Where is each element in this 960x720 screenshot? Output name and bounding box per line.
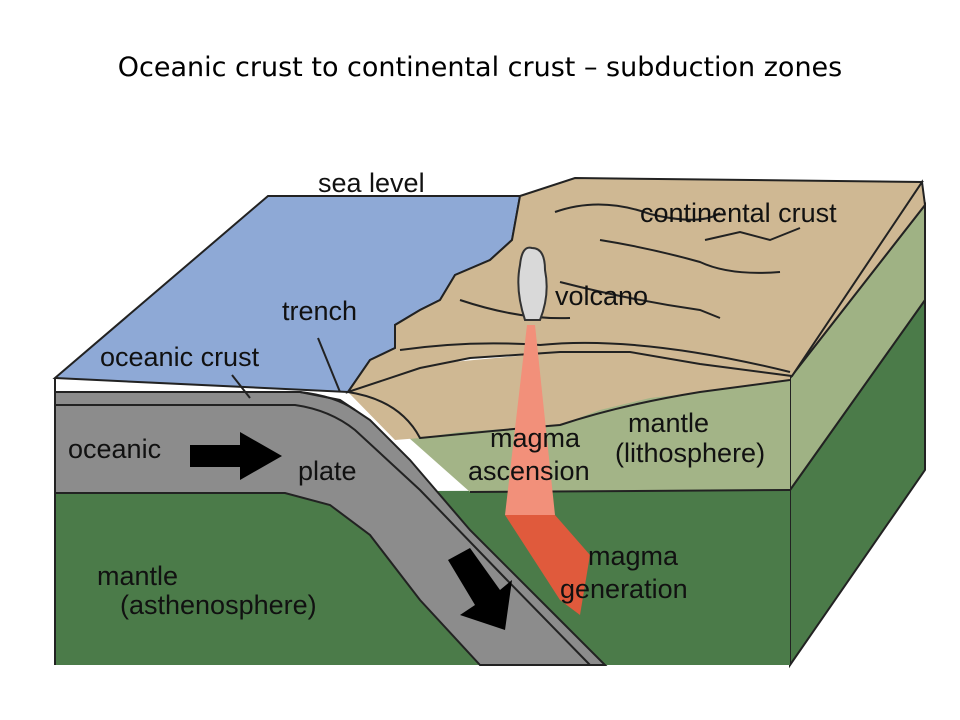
label-magma-ascension-2: ascension [468,456,590,486]
front-continental-crust [348,350,790,440]
oceanic-crust-pointer [231,374,251,399]
label-sea-level: sea level [318,168,425,198]
label-volcano: volcano [555,281,648,311]
label-magma-generation-2: generation [560,574,688,604]
relief-line-2 [704,227,801,242]
volcano-plume [517,246,548,321]
relief-line-5 [399,341,791,373]
trench-pointer [317,337,341,393]
label-plate: plate [298,456,357,486]
label-oceanic: oceanic [68,434,161,464]
relief-line-1 [554,203,721,221]
label-mantle-asthenosphere-1: mantle [97,561,178,591]
label-oceanic-crust: oceanic crust [100,342,260,372]
label-trench: trench [282,296,357,326]
magma-ascension [505,325,555,515]
relief-line-3 [599,239,781,274]
relief-line-6 [459,299,571,320]
label-mantle-asthenosphere-2: (asthenosphere) [120,590,317,620]
oceanic-crust-line [55,404,591,666]
magma-generation [505,515,590,615]
slide-title: Oceanic crust to continental crust – sub… [117,52,843,83]
label-magma-ascension-1: magma [490,423,581,453]
label-continental-crust: continental crust [640,198,837,228]
arrow-down-right-icon [448,548,512,630]
plate-top-edge [55,391,356,411]
label-mantle-lithosphere-1: mantle [628,408,709,438]
front-lithosphere-mantle [400,378,790,492]
label-magma-generation-1: magma [588,541,679,571]
relief-line-4 [559,281,721,319]
arrow-right-icon [190,432,282,480]
label-mantle-lithosphere-2: (lithosphere) [615,438,765,468]
